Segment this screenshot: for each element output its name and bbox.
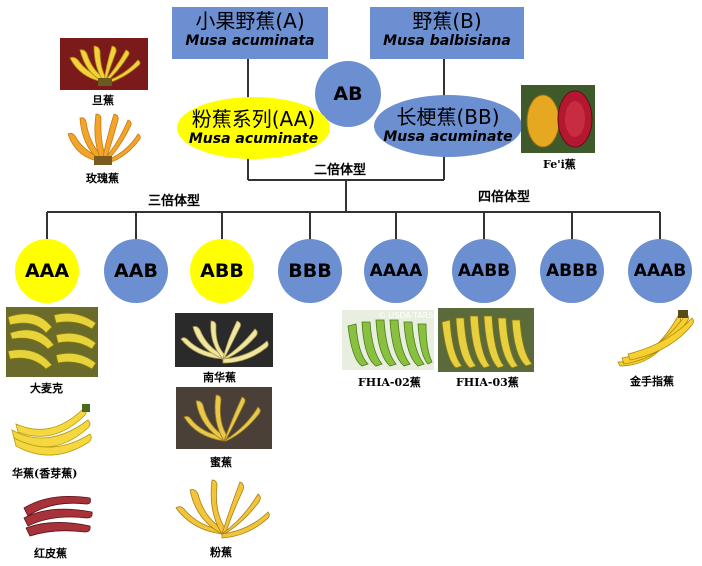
aa-ellipse-latin: Musa acuminate	[188, 131, 319, 147]
ab-circle: AB	[315, 61, 381, 127]
usda-watermark: © USDA-TARS	[378, 311, 434, 320]
musa-acuminata-cn: 小果野蕉(A)	[195, 9, 305, 33]
fhia02-banana-caption: FHIA-02蕉	[358, 376, 421, 389]
damaike-banana-photo	[6, 307, 98, 377]
genome-circle-aabb: AABB	[452, 239, 516, 303]
genome-circle-aaab: AAAB	[628, 239, 692, 303]
aa-ellipse-cn: 粉蕉系列(AA)	[191, 107, 316, 131]
huajiao-banana-photo	[8, 400, 94, 462]
fen-banana-photo	[170, 472, 274, 540]
musa-balbisiana-cn: 野蕉(B)	[412, 9, 482, 33]
triploid-label: 三倍体型	[148, 194, 201, 209]
genome-circle-bbb: BBB	[278, 239, 342, 303]
fhia03-banana-caption: FHIA-03蕉	[456, 376, 519, 389]
musa-balbisiana-box: 野蕉(B) Musa balbisiana	[370, 7, 524, 59]
bb-ellipse: 长梗蕉(BB) Musa acuminate	[374, 95, 522, 157]
jinshouzhi-banana-caption: 金手指蕉	[630, 375, 674, 388]
genome-circle-aaa: AAA	[15, 239, 79, 303]
genome-circle-aab: AAB	[104, 239, 168, 303]
fhia02-banana-photo: © USDA-TARS	[342, 310, 434, 370]
tetraploid-label: 四倍体型	[478, 190, 531, 205]
bb-ellipse-latin: Musa acuminate	[383, 129, 513, 145]
dan-banana-caption: 旦蕉	[92, 94, 114, 107]
nanhua-banana-caption: 南华蕉	[203, 371, 236, 384]
fei-banana-caption: Fe'i蕉	[543, 158, 576, 171]
genome-circle-aaaa: AAAA	[364, 239, 428, 303]
genome-circle-abbb: ABBB	[540, 239, 604, 303]
diploid-label: 二倍体型	[314, 163, 367, 178]
fei-banana-photo	[521, 85, 595, 153]
fhia03-banana-photo	[438, 308, 534, 372]
musa-acuminata-box: 小果野蕉(A) Musa acuminata	[172, 7, 328, 59]
jinshouzhi-banana-photo	[612, 308, 696, 368]
meigui-banana-caption: 玫瑰蕉	[86, 172, 119, 185]
mi-banana-caption: 蜜蕉	[210, 456, 232, 469]
genome-circle-abb: ABB	[190, 239, 254, 303]
musa-balbisiana-latin: Musa balbisiana	[383, 33, 511, 49]
dan-banana-photo	[60, 38, 148, 90]
hongpi-banana-caption: 红皮蕉	[34, 547, 67, 560]
bb-ellipse-cn: 长梗蕉(BB)	[396, 105, 500, 129]
fen-banana-caption: 粉蕉	[210, 546, 232, 559]
aa-ellipse: 粉蕉系列(AA) Musa acuminate	[177, 97, 330, 159]
damaike-banana-caption: 大麦克	[30, 382, 63, 395]
huajiao-banana-caption: 华蕉(香芽蕉)	[12, 467, 78, 480]
musa-acuminata-latin: Musa acuminata	[185, 33, 315, 49]
nanhua-banana-photo	[175, 313, 273, 367]
hongpi-banana-photo	[20, 488, 96, 540]
meigui-banana-photo	[62, 108, 144, 168]
mi-banana-photo	[176, 387, 272, 449]
